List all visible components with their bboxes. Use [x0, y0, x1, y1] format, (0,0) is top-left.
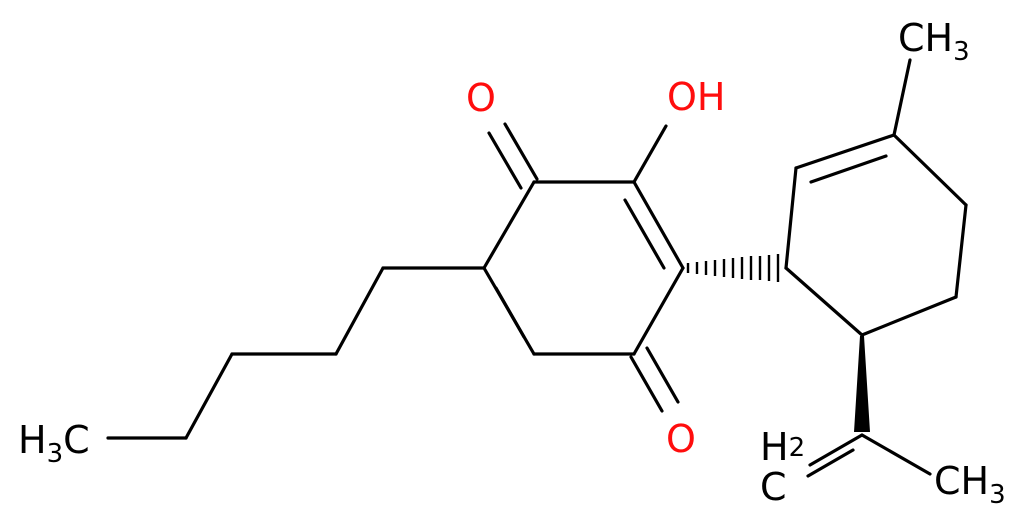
- bond-cy-e: [860, 295, 958, 337]
- bond-ch3-top: [892, 58, 912, 137]
- atom-methyl-top: CH3: [898, 16, 970, 67]
- bond-cy-d: [954, 203, 968, 299]
- bond-co-top-2: [487, 131, 523, 190]
- bond-cy-f: [784, 266, 864, 337]
- bond-c3-c4: [334, 266, 385, 356]
- bond-co-bottom-1: [629, 355, 664, 413]
- atom-carbonyl-o-bottom: O: [666, 417, 696, 461]
- atom-carbonyl-o-top: O: [466, 76, 496, 120]
- bond-ring-c-inner: [623, 198, 666, 270]
- bond-vinyl-ch2-2: [806, 448, 855, 478]
- solid-wedge-bond: [854, 336, 870, 432]
- atom-methyl-left: H3C: [18, 418, 90, 469]
- bond-co-top-1: [503, 122, 539, 181]
- bond-vinyl-ch3: [860, 433, 932, 476]
- atom-labels: O OH O CH3 H3C H2 C CH3: [18, 16, 1006, 510]
- bond-c1-c2: [184, 352, 234, 440]
- atom-hydroxyl: OH: [667, 75, 725, 119]
- bond-c-oh: [632, 124, 668, 184]
- bond-cy-b: [794, 133, 896, 170]
- atom-methylene-c: C: [760, 465, 787, 509]
- bond-ring-c: [632, 180, 685, 270]
- bond-co-bottom-2: [645, 346, 680, 404]
- atom-methylene-h2: H2: [760, 425, 805, 469]
- bond-ring-a: [482, 180, 536, 270]
- bond-vinyl-ch2-1: [808, 433, 864, 467]
- hashed-wedge-bond: [686, 254, 780, 282]
- bond-cy-a: [784, 166, 798, 270]
- bond-cy-c: [892, 133, 968, 207]
- atom-methyl-right: CH3: [934, 459, 1006, 510]
- bond-cy-b-inner: [809, 154, 888, 184]
- bonds: [106, 58, 968, 478]
- bond-ring-d: [632, 266, 685, 356]
- bond-ring-f-inner: [494, 286, 526, 339]
